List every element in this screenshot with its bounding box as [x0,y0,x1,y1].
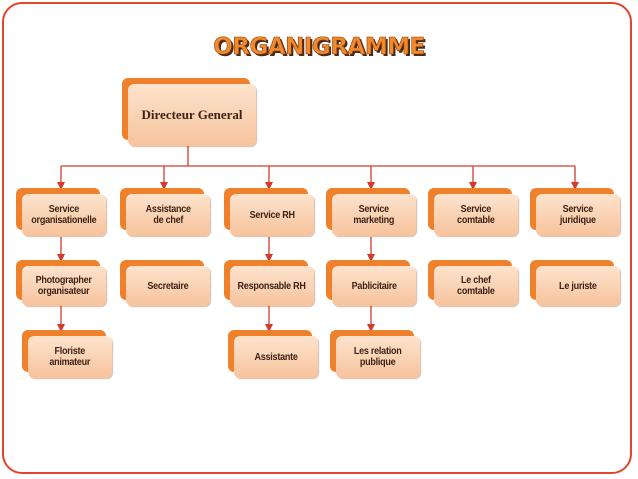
node-label: Assistante [254,350,298,363]
node-pablicitaire: Pablicitaire [326,260,416,306]
node-service-marketing: Service marketing [326,188,416,236]
node-service-comtable: Service comtable [428,188,518,236]
node-label: Secretaire [147,279,189,292]
node-label: Responsable RH [237,279,307,292]
node-relation-publique: Les relation publique [330,330,420,378]
slide-border [2,2,632,474]
node-juriste: Le juriste [530,260,620,306]
node-label: Directeur General [141,107,243,122]
node-chef-comtable: Le chef comtable [428,260,518,306]
node-label: Photographer organisateur [35,274,93,297]
node-label: Service RH [249,208,295,221]
node-service-organisationelle: Service organisationelle [16,188,106,236]
node-label: Le chef comtable [457,274,495,297]
node-floriste-animateur: Floriste animateur [22,330,112,378]
node-responsable-rh: Responsable RH [224,260,314,306]
node-label: Floriste animateur [49,345,91,368]
node-label: Service juridique [560,203,596,226]
node-label: Service marketing [353,203,395,226]
node-service-rh: Service RH [224,188,314,236]
node-secretaire: Secretaire [120,260,210,306]
node-directeur-general: Directeur General [122,78,256,146]
node-service-juridique: Service juridique [530,188,620,236]
node-assistance-de-chef: Assistance de chef [120,188,210,236]
node-assistante: Assistante [228,330,318,378]
node-label: Assistance de chef [145,203,191,226]
node-label: Le juriste [559,279,597,292]
node-photographer-organisateur: Photographer organisateur [16,260,106,306]
node-label: Les relation publique [354,345,402,368]
node-label: Pablicitaire [351,279,397,292]
node-label: Service organisationelle [31,203,97,226]
node-label: Service comtable [457,203,495,226]
page-title: ORGANIGRAMME [213,34,426,61]
